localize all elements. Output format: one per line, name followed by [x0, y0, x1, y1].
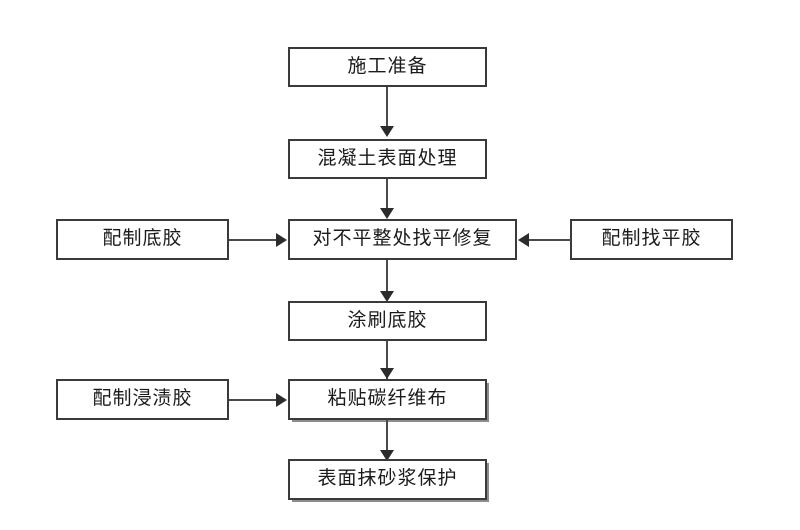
connector-n5-n6 — [386, 420, 388, 456]
node-surface-mortar-protection[interactable]: 表面抹砂浆保护 — [288, 459, 487, 500]
node-concrete-surface-treatment[interactable]: 混凝土表面处理 — [288, 139, 487, 179]
arrowhead-down-n6 — [380, 450, 394, 461]
node-prepare-leveling-adhesive[interactable]: 配制找平胶 — [570, 219, 733, 260]
node-label: 施工准备 — [347, 54, 428, 77]
node-prepare-impregnating-adhesive[interactable]: 配制浸渍胶 — [56, 379, 229, 420]
arrowhead-left-n3-right — [518, 233, 529, 247]
node-level-repair-uneven-areas[interactable]: 对不平整处找平修复 — [288, 219, 517, 260]
connector-n2-n3 — [386, 179, 388, 213]
node-label: 配制找平胶 — [601, 227, 702, 249]
connector-n1-n2 — [386, 87, 388, 127]
arrowhead-down-n5 — [380, 368, 394, 379]
connector-n3-n4 — [386, 260, 388, 296]
node-apply-primer[interactable]: 涂刷底胶 — [288, 301, 487, 341]
arrowhead-down-n3 — [380, 208, 394, 219]
node-bond-carbon-fiber-cloth[interactable]: 粘贴碳纤维布 — [288, 379, 487, 420]
arrowhead-right-n5-left — [276, 393, 287, 407]
node-label: 粘贴碳纤维布 — [327, 387, 448, 409]
connector-s1-n3 — [229, 239, 277, 241]
arrowhead-down-n2 — [380, 126, 394, 137]
connector-s2-n3 — [529, 239, 571, 241]
node-construction-preparation[interactable]: 施工准备 — [288, 47, 487, 87]
node-label: 配制底胶 — [102, 227, 183, 249]
connector-n4-n5 — [386, 341, 388, 379]
arrowhead-down-n4 — [380, 291, 394, 302]
connector-s3-n5 — [229, 399, 277, 401]
arrowhead-right-n3-left — [276, 233, 287, 247]
node-label: 涂刷底胶 — [347, 308, 428, 331]
node-label: 配制浸渍胶 — [92, 387, 193, 409]
node-label: 混凝土表面处理 — [317, 146, 458, 169]
node-label: 对不平整处找平修复 — [312, 227, 493, 249]
node-label: 表面抹砂浆保护 — [317, 467, 458, 489]
node-prepare-primer-adhesive[interactable]: 配制底胶 — [56, 219, 229, 260]
